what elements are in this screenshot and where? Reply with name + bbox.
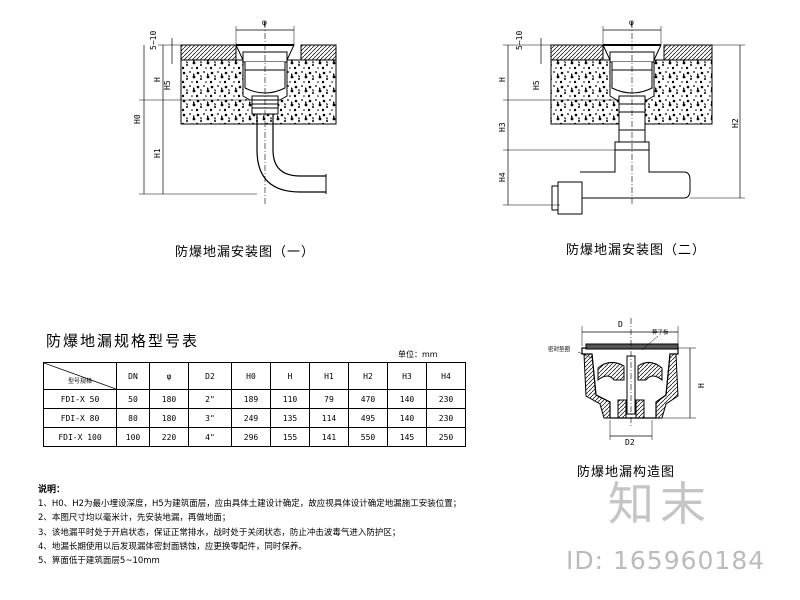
notes-heading: 说明： [38,485,66,495]
d1-dim-h5: H5 [163,80,172,90]
drawing2-caption: 防爆地漏安装图（二） [566,243,707,258]
spec-cell: 220 [149,427,189,447]
spec-col-header: DN [116,362,150,390]
spec-cell: 180 [149,389,189,409]
d3-label-grate: 箅子板 [652,328,669,336]
corner-diagonal [44,363,116,389]
spec-row: FDI-X 80 80 180 3" 249 135 114 495 140 2… [43,408,466,428]
spec-row: FDI-X 100 100 220 4" 296 155 141 550 145… [43,427,466,447]
spec-cell: 141 [309,427,349,447]
spec-col-header: H4 [426,362,466,390]
spec-cell: 3" [188,408,232,428]
spec-cell: 140 [387,389,427,409]
notes-block: 说明： 1、H0、H2为最小埋设深度，H5为建筑面层，应由具体土建设计确定，故应… [38,483,461,568]
install-drawing-1 [139,22,337,205]
d2-dim-h2: H2 [731,118,740,128]
spec-col-header: D2 [188,362,232,390]
d1-dim-h0: H0 [133,114,142,124]
spec-table-unit: 单位：mm [398,350,438,359]
spec-cell: 495 [348,408,388,428]
d2-dim-h: H [498,77,507,82]
spec-corner-label: 型号规格 [67,377,92,385]
spec-cell: 189 [231,389,271,409]
d3-label-gasket: 密封垫圈 [548,345,571,353]
d3-dim-d2: D2 [625,438,635,447]
d2-dim-h5: H5 [532,80,541,90]
d2-dim-h4: H4 [498,172,507,182]
note-item: 3、该地漏平时处于开启状态，保证正常排水，战时处于关闭状态，防止冲击波毒气进入防… [38,527,401,538]
spec-cell: 230 [426,389,466,409]
spec-corner-cell: 型号规格 [43,362,117,390]
spec-cell: 155 [270,427,310,447]
spec-cell: 180 [149,408,189,428]
d3-dim-h: H [697,383,706,388]
drawing3-caption: 防爆地漏构造图 [577,465,676,480]
spec-cell: 80 [116,408,150,428]
spec-cell: 296 [231,427,271,447]
spec-col-header: φ [149,362,189,390]
spec-cell: 230 [426,408,466,428]
note-item: 5、箅面低于建筑面层5~10mm [38,556,160,567]
spec-col-header: H2 [348,362,388,390]
note-item: 1、H0、H2为最小埋设深度，H5为建筑面层，应由具体土建设计确定，故应视具体设… [38,499,462,510]
structure-drawing [577,318,696,440]
spec-cell: 4" [188,427,232,447]
spec-table: 型号规格 DN φ D2 H0 H H1 H2 H3 H4 FDI-X 50 5… [43,362,466,447]
spec-col-header: H3 [387,362,427,390]
drawing1-caption: 防爆地漏安装图（一） [175,245,316,260]
watermark-logo: 知末 [608,477,712,531]
note-item: 4、地漏长期使用以后发现漏体密封面锈蚀，应更换零配件，同时保养。 [38,541,307,552]
spec-cell: 135 [270,408,310,428]
spec-cell: 110 [270,389,310,409]
spec-model-cell: FDI-X 80 [43,408,117,428]
d2-dim-gap: 5~10 [515,31,524,50]
spec-model-cell: FDI-X 50 [43,389,117,409]
spec-cell: 50 [116,389,150,409]
spec-cell: 145 [387,427,427,447]
spec-cell: 550 [348,427,388,447]
spec-cell: 114 [309,408,349,428]
spec-col-header: H0 [231,362,271,390]
spec-cell: 100 [116,427,150,447]
d3-dim-d: D [618,320,623,329]
note-item: 2、本图尺寸均以毫米计，先安装地漏，再做地面； [38,513,231,524]
spec-cell: 470 [348,389,388,409]
d1-dim-gap: 5~10 [149,31,158,50]
spec-col-header: H [270,362,310,390]
spec-cell: 249 [231,408,271,428]
d2-dim-dia: φ [629,18,634,27]
spec-row: FDI-X 50 50 180 2" 189 110 79 470 140 23… [43,389,466,409]
spec-model-cell: FDI-X 100 [43,427,117,447]
d2-dim-h3: H3 [498,122,507,132]
spec-col-header: H1 [309,362,349,390]
watermark-id: ID: 165960184 [566,546,766,575]
spec-cell: 79 [309,389,349,409]
d1-dim-h: H [153,77,162,82]
d1-dim-h1: H1 [153,148,162,158]
d1-dim-dia: φ [262,18,267,27]
spec-cell: 250 [426,427,466,447]
spec-cell: 2" [188,389,232,409]
spec-table-title: 防爆地漏规格型号表 [46,332,200,350]
install-drawing-2 [503,22,745,215]
spec-cell: 140 [387,408,427,428]
